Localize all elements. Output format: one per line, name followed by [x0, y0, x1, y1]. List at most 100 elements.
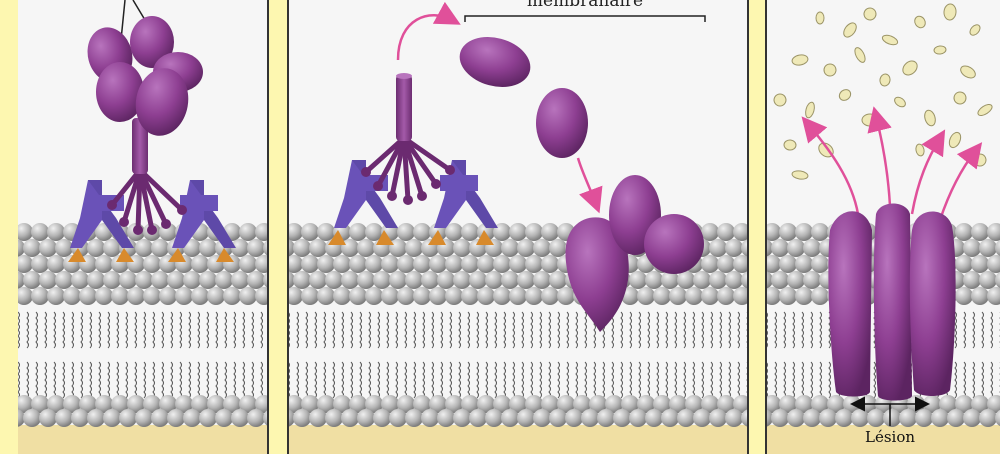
lipid-head — [135, 271, 153, 289]
membrane-label: membranaire — [527, 0, 643, 11]
lipid-head — [71, 409, 89, 427]
lipid-head — [533, 239, 551, 257]
lipid-head — [191, 287, 209, 305]
lipid-head — [127, 287, 145, 305]
lipid-head — [309, 271, 327, 289]
lipid-head — [421, 409, 439, 427]
lipid-head — [811, 287, 829, 305]
lipid-head — [525, 223, 543, 241]
lipid-head — [405, 239, 423, 257]
lipid-head — [397, 287, 415, 305]
lipid-head — [381, 255, 399, 273]
lipid-head — [613, 409, 631, 427]
lipid-head — [979, 239, 997, 257]
lipid-head — [397, 255, 415, 273]
lipid-head — [787, 409, 805, 427]
lipid-head — [231, 271, 249, 289]
lipid-head — [525, 255, 543, 273]
lipid-head — [239, 223, 257, 241]
lipid-head — [803, 239, 821, 257]
lipid-head — [963, 239, 981, 257]
lipid-head — [357, 271, 375, 289]
lipid-head — [533, 271, 551, 289]
lipid-head — [811, 223, 829, 241]
lipid-head — [955, 223, 973, 241]
lipid-head — [637, 287, 655, 305]
lipid-head — [31, 255, 49, 273]
lesion-label: Lésion — [865, 428, 915, 446]
lipid-head — [971, 223, 989, 241]
lipid-head — [247, 239, 265, 257]
lipid-head — [413, 287, 431, 305]
lipid-head — [199, 271, 217, 289]
lipid-head — [167, 409, 185, 427]
lipid-head — [389, 409, 407, 427]
lipid-head — [899, 409, 917, 427]
lipid-head — [557, 287, 575, 305]
lipid-head — [39, 271, 57, 289]
lipid-head — [771, 239, 789, 257]
lipid-head — [325, 271, 343, 289]
lipid-head — [317, 223, 335, 241]
lipid-head — [111, 287, 129, 305]
lipid-head — [709, 409, 727, 427]
lipid-head — [357, 239, 375, 257]
lipid-head — [525, 287, 543, 305]
lipid-head — [661, 409, 679, 427]
lipid-head — [485, 271, 503, 289]
lipid-head — [103, 271, 121, 289]
lipid-head — [103, 409, 121, 427]
lipid-head — [469, 271, 487, 289]
lipid-head — [293, 409, 311, 427]
lipid-head — [23, 271, 41, 289]
lipid-head — [151, 271, 169, 289]
lipid-head — [301, 255, 319, 273]
lipid-head — [501, 409, 519, 427]
lipid-head — [915, 409, 933, 427]
lipid-head — [31, 223, 49, 241]
lipid-head — [677, 409, 695, 427]
lipid-head — [541, 287, 559, 305]
lipid-head — [867, 409, 885, 427]
lipid-head — [645, 271, 663, 289]
lipid-head — [143, 255, 161, 273]
lipid-head — [47, 255, 65, 273]
lipid-head — [541, 223, 559, 241]
lipid-head — [955, 287, 973, 305]
lipid-head — [629, 409, 647, 427]
lipid-head — [629, 271, 647, 289]
lipid-head — [47, 287, 65, 305]
lipid-head — [971, 255, 989, 273]
lipid-head — [565, 409, 583, 427]
lipid-head — [469, 409, 487, 427]
lipid-head — [947, 409, 965, 427]
lipid-head — [151, 239, 169, 257]
lipid-head — [87, 409, 105, 427]
lipid-head — [247, 271, 265, 289]
lipid-head — [135, 409, 153, 427]
lipid-head — [851, 409, 869, 427]
lipid-head — [191, 255, 209, 273]
lipid-head — [39, 409, 57, 427]
lipid-head — [373, 271, 391, 289]
lipid-head — [581, 409, 599, 427]
panel-divider — [268, 0, 288, 454]
lipid-head — [963, 409, 981, 427]
lipid-head — [373, 409, 391, 427]
lipid-head — [325, 409, 343, 427]
lipid-head — [509, 255, 527, 273]
lipid-head — [183, 409, 201, 427]
lipid-head — [309, 409, 327, 427]
lipid-head — [701, 287, 719, 305]
lipid-head — [597, 409, 615, 427]
lipid-head — [437, 409, 455, 427]
lipid-head — [509, 223, 527, 241]
lipid-head — [445, 223, 463, 241]
lipid-head — [979, 271, 997, 289]
lipid-head — [819, 409, 837, 427]
lipid-head — [413, 255, 431, 273]
lipid-head — [87, 239, 105, 257]
lipid-head — [159, 287, 177, 305]
lipid-head — [709, 271, 727, 289]
vesicle — [816, 12, 824, 24]
